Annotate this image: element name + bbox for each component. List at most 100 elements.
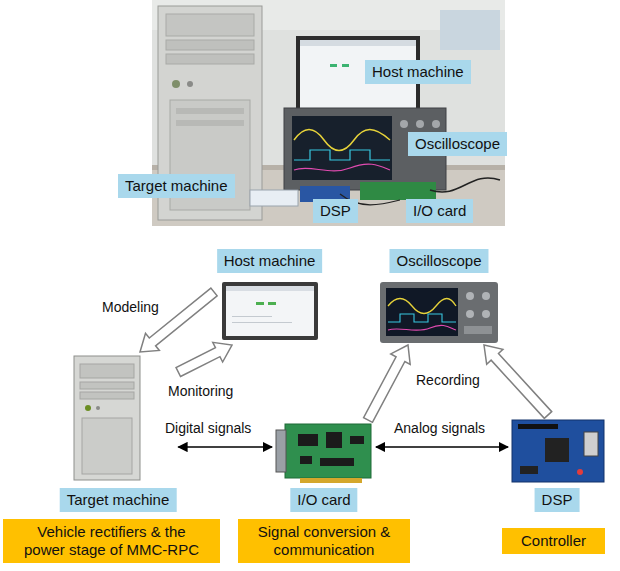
target-computer [85,405,91,411]
host-computer [222,282,318,340]
photo-label-text: I/O card [413,202,466,220]
host-computer [268,302,276,305]
photo-label: DSP [313,199,358,223]
photo-label-text: Oscilloscope [415,135,500,153]
edge-label: Analog signals [392,420,487,437]
photo-label: Host machine [365,60,471,84]
host-computer [232,322,292,323]
function-text: Signal conversion & communication [254,523,394,559]
dsp-board-picture [545,438,569,462]
block-arrow [484,345,552,418]
device-label: DSP [535,488,580,512]
target-computer [82,418,132,474]
host-computer [256,302,264,305]
edge-label: Modeling [100,299,161,316]
lab-photo [292,116,392,180]
lab-photo [330,64,337,67]
lab-photo [294,164,390,171]
device-label: Oscilloscope [389,249,488,273]
dsp-board-picture [584,432,598,456]
lab-photo [176,120,244,126]
function-text: Controller [518,532,589,550]
edge-label: Digital signals [163,420,253,437]
function-box: Signal conversion & communication [238,519,410,563]
io-card-picture [320,458,354,466]
oscilloscope-picture [386,288,458,336]
photo-label: I/O card [406,199,473,223]
oscilloscope-picture [388,325,456,330]
device-unit: DSP [508,415,606,512]
signal-arrow [376,447,508,448]
edge-label: Monitoring [166,383,235,400]
host-computer [222,282,318,340]
host-computer [232,316,272,317]
oscilloscope-picture [482,292,490,300]
io-card-picture [300,478,362,483]
target-computer [80,382,134,389]
photo-label: Oscilloscope [408,132,507,156]
signal-arrow [376,446,508,447]
dsp-board-picture [577,469,583,475]
photo-label-text: Target machine [125,177,228,195]
io-card-picture [276,430,286,472]
block-arrow [140,288,217,352]
block-arrow [176,342,232,376]
host-computer [226,286,314,291]
io-card-picture [285,424,371,478]
block-arrow [140,288,217,352]
lab-photo [300,40,416,46]
host-computer [226,286,314,336]
io-card-picture [276,424,371,483]
block-arrow [364,345,411,422]
oscilloscope-picture [380,282,498,343]
device-unit: Oscilloscope [378,249,500,345]
lab-photo [342,64,349,67]
photo-label-text: Host machine [372,63,464,81]
target-computer [74,356,140,480]
lab-photo [250,190,298,206]
function-text: Vehicle rectifiers & the power stage of … [19,523,204,559]
device-unit: Target machine [58,352,179,512]
lab-photo [294,130,390,151]
target-computer [80,364,134,378]
io-card-picture [300,456,312,464]
dsp-board-picture [520,466,538,474]
block-arrow [176,342,232,376]
lab-photo [166,14,254,36]
lab-photo [176,108,244,114]
photo-label: Target machine [118,174,235,198]
dsp-board-picture [512,420,604,482]
oscilloscope-picture [482,310,490,318]
dsp-board-picture [512,420,604,482]
oscilloscope-picture [380,282,498,343]
lab-photo [400,120,408,128]
device-label: I/O card [290,488,357,512]
lab-photo [294,150,390,160]
lab-photo [432,120,440,128]
device-unit: I/O card [272,420,376,512]
function-box: Vehicle rectifiers & the power stage of … [3,519,220,563]
signal-arrow [178,447,272,448]
oscilloscope-picture [388,314,456,322]
lab-photo [360,182,436,200]
lab-photo [166,54,254,64]
lab-photo [416,120,424,128]
target-computer [74,356,140,480]
dsp-board-picture [518,424,558,429]
oscilloscope-picture [388,299,456,314]
device-unit: Host machine [214,249,325,345]
lab-photo [172,80,180,88]
edge-label: Recording [414,372,482,389]
target-computer [96,406,100,410]
target-computer [80,392,134,399]
device-label: Host machine [217,249,323,273]
lab-photo [440,10,500,50]
oscilloscope-picture [466,310,474,318]
io-card-picture [298,434,318,446]
function-box: Controller [502,528,605,554]
signal-arrow [178,446,272,447]
lab-photo [430,178,500,192]
